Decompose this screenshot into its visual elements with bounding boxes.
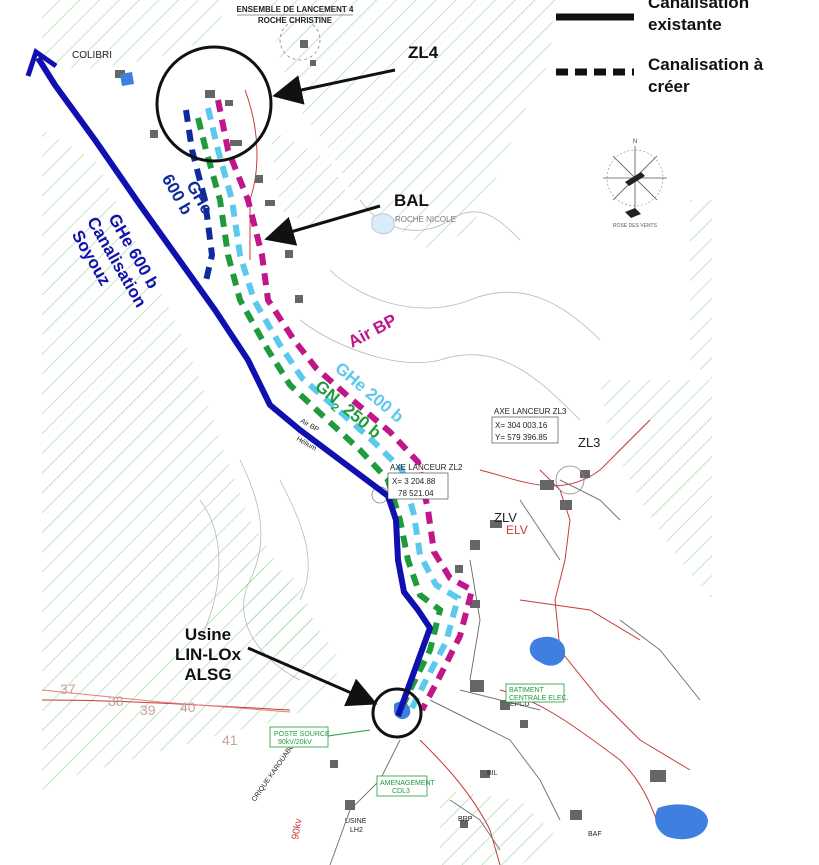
axe-zl3-y: Y= 579 396.85	[495, 433, 548, 442]
legend-existing-label-1: Canalisation	[648, 0, 749, 12]
batiment-1: BATIMENT	[509, 687, 545, 694]
ensemble-title-2: ROCHE CHRISTINE	[258, 16, 333, 25]
axe-zl2-title: AXE LANCEUR ZL2	[390, 463, 463, 472]
zl4-arrow	[272, 68, 396, 105]
pk-41: 41	[222, 732, 238, 748]
baf-label: BAF	[588, 831, 602, 838]
roche-nicole-label: ROCHE NICOLE	[395, 215, 456, 224]
legend-existing-label-2: existante	[648, 15, 722, 34]
contour-lines	[199, 199, 601, 681]
colibri-label: COLIBRI	[72, 50, 112, 61]
callout-bal: BAL	[394, 191, 429, 210]
legend-new-label-1: Canalisation à	[648, 55, 764, 74]
epcu-label: EPCU	[510, 701, 529, 708]
batiment-2: CENTRALE ELEC.	[509, 695, 569, 702]
amenagement-1: AMENAGEMENT	[380, 780, 436, 787]
bil-label: BIL	[487, 770, 498, 777]
wind-rose: N ROSE DES VENTS	[603, 139, 667, 229]
elv-label: ELV	[506, 523, 528, 537]
axe-zl2-y: 78 521.04	[398, 489, 434, 498]
axe-zl3-title: AXE LANCEUR ZL3	[494, 407, 567, 416]
pipe-air-bp	[215, 99, 476, 712]
pipe-ghe600-new	[183, 109, 216, 286]
pk-38: 38	[108, 693, 124, 709]
vegetation-zones	[42, 0, 712, 865]
wind-rose-caption: ROSE DES VENTS	[613, 223, 658, 229]
pk-40: 40	[180, 699, 196, 715]
callout-usine-3: ALSG	[184, 665, 231, 684]
zl3-label: ZL3	[578, 435, 600, 450]
usine-lh2-label-1: USINE	[345, 818, 367, 825]
legend: Canalisation existante Canalisation à cr…	[556, 0, 764, 96]
brp-label: BRP	[458, 816, 473, 823]
bal-arrow	[264, 204, 381, 246]
callout-zl4: ZL4	[408, 43, 439, 62]
axe-zl3-box: AXE LANCEUR ZL3 X= 304 003.16 Y= 579 396…	[491, 407, 567, 444]
pipe-ghe200	[205, 107, 462, 714]
axe-zl2-box: AXE LANCEUR ZL2 X= 3 204.88 78 521.04	[387, 463, 463, 500]
pk-markers: 37 38 39 40 41	[60, 681, 238, 748]
callout-usine-2: LIN-LOx	[175, 645, 242, 664]
pk-37: 37	[60, 681, 76, 697]
usine-circle	[371, 687, 423, 739]
axe-zl2-x: X= 3 204.88	[392, 477, 436, 486]
pipe-existing-ghe600-soyouz	[35, 56, 433, 718]
svg-text:N: N	[633, 139, 637, 145]
legend-new-label-2: créer	[648, 77, 690, 96]
usine-lh2-label-2: LH2	[350, 827, 363, 834]
ensemble-title-1: ENSEMBLE DE LANCEMENT 4	[237, 5, 354, 14]
pk-line	[41, 689, 291, 713]
usine-arrow	[247, 646, 378, 707]
batiment-box: BATIMENT CENTRALE ELEC.	[505, 683, 569, 703]
amenagement-box: AMENAGEMENT CDL3	[376, 775, 436, 797]
poste-source-box: POSTE SOURCE 90kV/20kV	[269, 726, 371, 748]
poste-source-2: 90kV/20kV	[278, 739, 312, 746]
zl4-circle	[155, 45, 273, 163]
poste-source-1: POSTE SOURCE	[274, 731, 330, 738]
callout-usine-1: Usine	[185, 625, 231, 644]
axe-zl3-x: X= 304 003.16	[495, 421, 548, 430]
existing-line-arrowhead	[25, 48, 58, 77]
pipe-gn2-250	[195, 117, 444, 718]
new-pipelines	[183, 99, 476, 718]
kv-label: 90kv	[290, 818, 305, 841]
roche-nicole-pond	[371, 213, 395, 235]
pk-39: 39	[140, 702, 156, 718]
zlv-label: ZLV	[494, 510, 517, 525]
amenagement-2: CDL3	[392, 788, 410, 795]
